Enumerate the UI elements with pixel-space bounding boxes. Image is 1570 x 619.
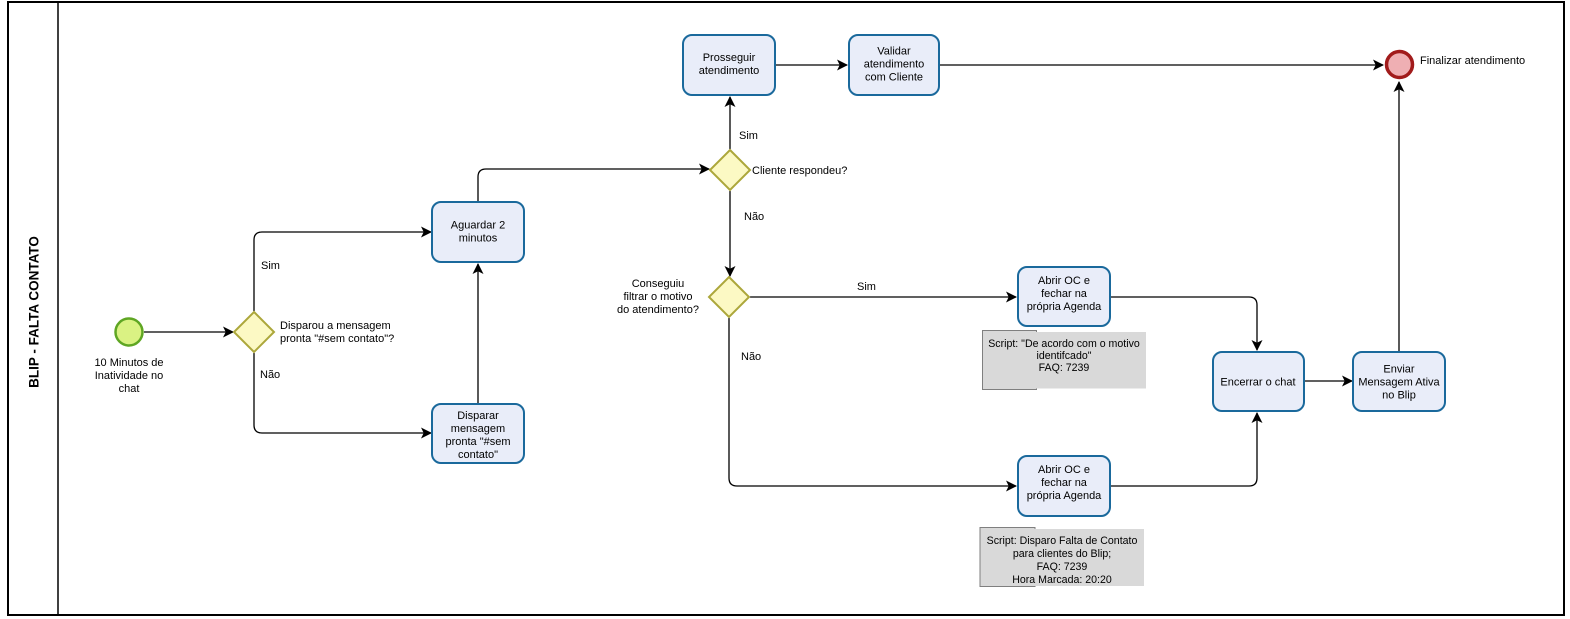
svg-text:Disparou a mensagem: Disparou a mensagem: [280, 320, 391, 332]
svg-text:Script: "De acordo com o motiv: Script: "De acordo com o motivo: [988, 338, 1140, 350]
svg-text:Inatividade no: Inatividade no: [95, 370, 164, 382]
svg-text:fechar na: fechar na: [1041, 477, 1088, 489]
svg-text:atendimento: atendimento: [864, 59, 925, 71]
svg-text:contato": contato": [458, 449, 498, 461]
svg-text:FAQ: 7239: FAQ: 7239: [1037, 561, 1088, 573]
svg-text:pronta "#sem contato"?: pronta "#sem contato"?: [280, 333, 394, 345]
svg-text:minutos: minutos: [459, 233, 498, 245]
svg-text:Aguardar 2: Aguardar 2: [451, 220, 505, 232]
svg-text:chat: chat: [119, 383, 140, 395]
svg-text:BLIP - FALTA CONTATO: BLIP - FALTA CONTATO: [27, 236, 42, 388]
svg-text:Abrir OC e: Abrir OC e: [1038, 275, 1090, 287]
svg-text:Finalizar atendimento: Finalizar atendimento: [1420, 55, 1525, 67]
svg-text:Sim: Sim: [261, 260, 280, 272]
svg-text:Abrir OC e: Abrir OC e: [1038, 464, 1090, 476]
svg-text:com Cliente: com Cliente: [865, 72, 923, 84]
svg-text:Mensagem Ativa: Mensagem Ativa: [1358, 377, 1440, 389]
svg-text:do atendimento?: do atendimento?: [617, 304, 699, 316]
svg-text:Hora Marcada: 20:20: Hora Marcada: 20:20: [1012, 574, 1112, 586]
svg-text:Enviar: Enviar: [1383, 364, 1415, 376]
svg-text:para clientes do Blip;: para clientes do Blip;: [1013, 548, 1111, 560]
svg-text:Não: Não: [741, 351, 761, 363]
svg-text:no Blip: no Blip: [1382, 390, 1416, 402]
svg-text:Cliente respondeu?: Cliente respondeu?: [752, 165, 847, 177]
svg-text:Disparar: Disparar: [457, 410, 499, 422]
svg-text:própria Agenda: própria Agenda: [1027, 301, 1102, 313]
svg-text:10 Minutos de: 10 Minutos de: [94, 357, 163, 369]
svg-text:própria Agenda: própria Agenda: [1027, 490, 1102, 502]
svg-text:Conseguiu: Conseguiu: [632, 278, 685, 290]
svg-text:Validar: Validar: [877, 46, 911, 58]
svg-text:Encerrar o chat: Encerrar o chat: [1220, 377, 1295, 389]
svg-text:Não: Não: [260, 369, 280, 381]
svg-text:filtrar o motivo: filtrar o motivo: [623, 291, 692, 303]
svg-text:Não: Não: [744, 211, 764, 223]
svg-text:atendimento: atendimento: [699, 65, 760, 77]
svg-text:pronta "#sem: pronta "#sem: [445, 436, 510, 448]
svg-text:fechar na: fechar na: [1041, 288, 1088, 300]
svg-text:Sim: Sim: [739, 130, 758, 142]
svg-text:identifcado": identifcado": [1036, 350, 1091, 362]
svg-text:Prosseguir: Prosseguir: [703, 52, 756, 64]
svg-text:Script: Disparo Falta de Conta: Script: Disparo Falta de Contato: [987, 535, 1138, 547]
svg-text:FAQ: 7239: FAQ: 7239: [1039, 362, 1090, 374]
svg-text:Sim: Sim: [857, 281, 876, 293]
svg-text:mensagem: mensagem: [451, 423, 505, 435]
